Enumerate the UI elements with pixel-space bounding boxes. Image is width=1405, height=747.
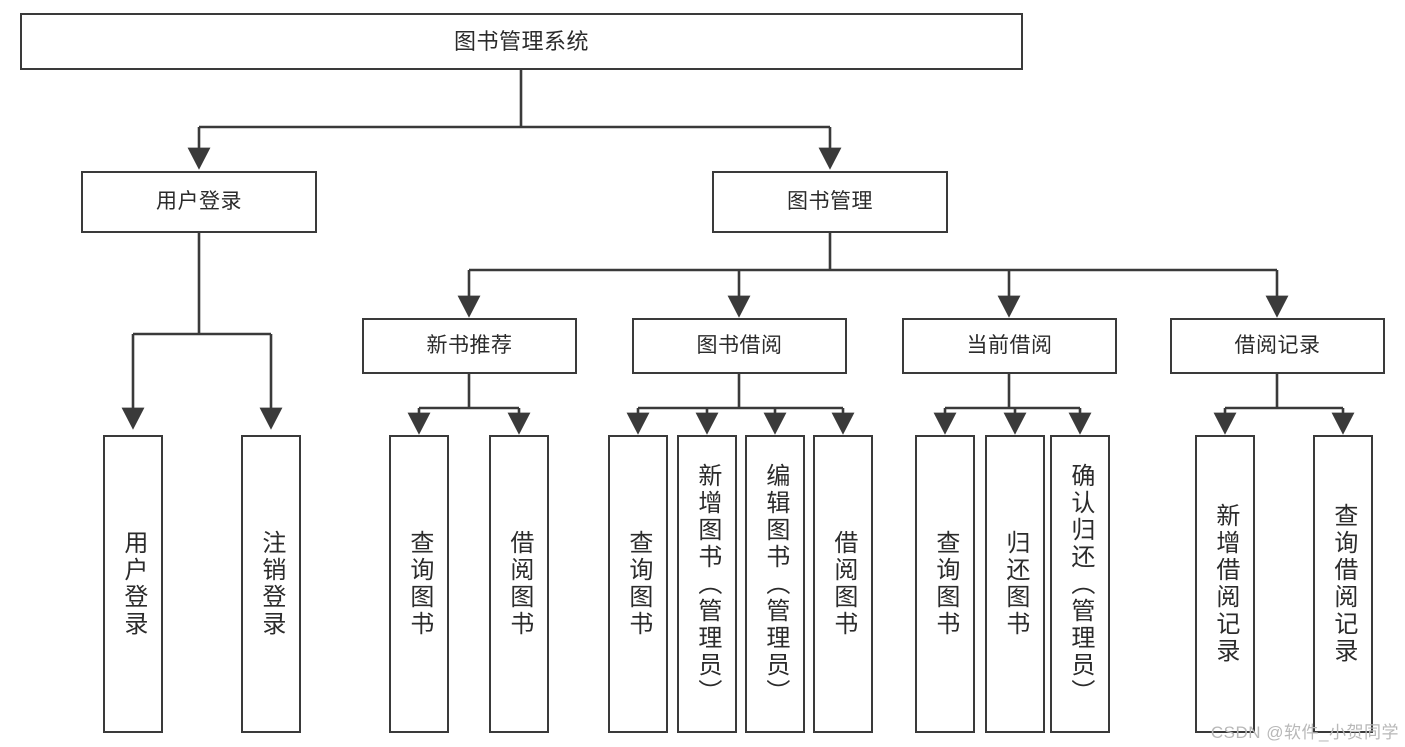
node-borrow-record[interactable]: 借阅记录 [1170, 318, 1385, 374]
node-label: 图书管理系统 [453, 28, 589, 54]
leaf-current-query-book[interactable]: 查询图书 [915, 435, 975, 733]
node-label: 借阅图书 [505, 530, 533, 638]
node-label: 注销登录 [257, 530, 285, 638]
watermark-text: CSDN @软件_小贺同学 [1210, 723, 1399, 742]
leaf-new-book-query[interactable]: 查询图书 [389, 435, 449, 733]
node-book-management[interactable]: 图书管理 [712, 171, 948, 233]
node-label: 新增图书（管理员） [693, 462, 721, 706]
node-label: 查询图书 [624, 530, 652, 638]
node-label: 借阅记录 [1234, 333, 1321, 357]
node-label: 编辑图书（管理员） [761, 462, 789, 706]
leaf-edit-book-admin[interactable]: 编辑图书（管理员） [745, 435, 805, 733]
leaf-return-book[interactable]: 归还图书 [985, 435, 1045, 733]
node-label: 查询借阅记录 [1329, 503, 1357, 665]
node-label: 确认归还（管理员） [1066, 462, 1094, 706]
node-label: 查询图书 [405, 530, 433, 638]
leaf-confirm-return-admin[interactable]: 确认归还（管理员） [1050, 435, 1110, 733]
node-label: 新书推荐 [426, 333, 513, 357]
node-label: 用户登录 [156, 189, 242, 213]
node-book-borrow[interactable]: 图书借阅 [632, 318, 847, 374]
node-label: 查询图书 [931, 530, 959, 638]
leaf-new-book-borrow[interactable]: 借阅图书 [489, 435, 549, 733]
leaf-user-login[interactable]: 用户登录 [103, 435, 163, 733]
node-label: 当前借阅 [966, 333, 1053, 357]
node-label: 图书管理 [787, 189, 873, 213]
node-label: 用户登录 [119, 530, 147, 638]
node-current-borrow[interactable]: 当前借阅 [902, 318, 1117, 374]
leaf-logout[interactable]: 注销登录 [241, 435, 301, 733]
leaf-borrow-book[interactable]: 借阅图书 [813, 435, 873, 733]
leaf-add-book-admin[interactable]: 新增图书（管理员） [677, 435, 737, 733]
leaf-borrow-query-book[interactable]: 查询图书 [608, 435, 668, 733]
node-label: 借阅图书 [829, 530, 857, 638]
leaf-query-borrow-record[interactable]: 查询借阅记录 [1313, 435, 1373, 733]
leaf-add-borrow-record[interactable]: 新增借阅记录 [1195, 435, 1255, 733]
node-root-system[interactable]: 图书管理系统 [20, 13, 1023, 70]
node-user-login[interactable]: 用户登录 [81, 171, 317, 233]
node-label: 归还图书 [1001, 530, 1029, 638]
node-label: 图书借阅 [696, 333, 783, 357]
node-new-book-recommend[interactable]: 新书推荐 [362, 318, 577, 374]
node-label: 新增借阅记录 [1211, 503, 1239, 665]
